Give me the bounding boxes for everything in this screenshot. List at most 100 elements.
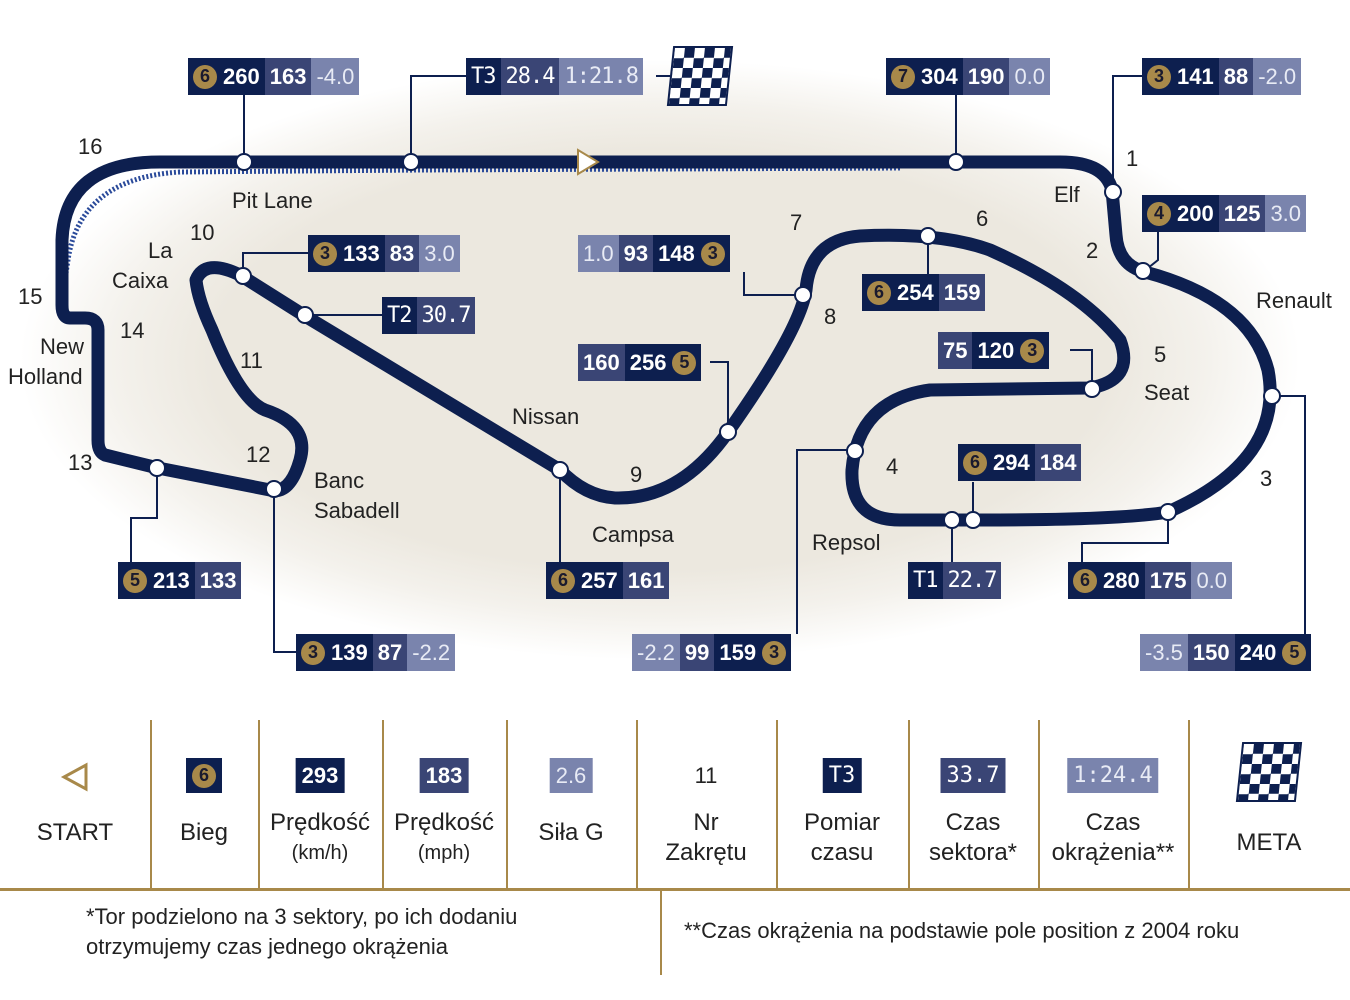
gear-badge: 3 — [1147, 64, 1171, 89]
legend-label: Pomiar czasu — [776, 808, 908, 868]
speed-kmh: 159 — [719, 639, 757, 665]
gear-badge: 6 — [963, 450, 987, 475]
speed-kmh: 120 — [977, 337, 1015, 363]
speed-kmh: 139 — [331, 639, 368, 665]
gear-badge: 5 — [123, 568, 147, 593]
speed-mph: 190 — [962, 58, 1010, 95]
speed-mph: 125 — [1218, 195, 1266, 232]
legend-label: META — [1188, 828, 1350, 858]
legend-label: Siła G — [506, 818, 636, 848]
corner-name: Repsol — [812, 530, 881, 555]
corner-name: Seat — [1144, 380, 1190, 405]
g-force: -3.5 — [1140, 634, 1188, 671]
footnote-line-2: otrzymujemy czas jednego okrążenia — [86, 934, 448, 959]
legend-label-line2: (mph) — [417, 842, 471, 864]
corner-number: 10 — [190, 220, 215, 245]
circuit-map — [55, 75, 1306, 653]
legend-divider — [258, 720, 260, 888]
speed-mph: 163 — [264, 58, 312, 95]
legend-label-line1: Bieg — [179, 819, 229, 846]
gear-badge: 6 — [1073, 568, 1097, 593]
footnote-sectors: *Tor podzielono na 3 sektory, po ich dod… — [86, 902, 517, 962]
g-force: 3.0 — [419, 235, 460, 272]
speed-kmh: 280 — [1103, 567, 1140, 593]
legend-label: Prędkość (mph) — [382, 808, 506, 868]
gear-badge: 6 — [192, 763, 216, 788]
legend-label: START — [0, 818, 150, 848]
speed-mph: 75 — [938, 332, 973, 369]
legend-label-line2: sektora* — [928, 839, 1018, 866]
gear-badge: 6 — [551, 568, 575, 593]
speed-mph: 99 — [679, 634, 715, 671]
speed-mph: 88 — [1218, 58, 1254, 95]
speed-mph: 160 — [578, 344, 625, 381]
speed-mph: 150 — [1187, 634, 1235, 671]
corner-name: New — [40, 334, 85, 359]
legend-label-line1: Czas — [1085, 809, 1141, 836]
legend-item: START — [0, 720, 150, 890]
legend-label-line1: Prędkość — [393, 809, 495, 836]
speed-mph: 161 — [622, 562, 670, 599]
legend-label: Prędkość(km/h) — [258, 808, 382, 868]
speed-mph: 93 — [618, 235, 654, 272]
corner-number: 16 — [78, 134, 103, 159]
corner-number: 3 — [1260, 466, 1273, 491]
legend-chip: 33.7 — [940, 758, 1006, 793]
corner-number: 15 — [18, 284, 43, 309]
corner-name: Nissan — [512, 404, 580, 429]
legend-chip: 11 — [694, 762, 718, 788]
gear-badge: 5 — [672, 350, 697, 375]
legend-divider — [636, 720, 638, 888]
g-force: 3.0 — [1265, 195, 1307, 232]
legend-item: META — [1188, 720, 1350, 890]
legend-label-line1: Pomiar — [803, 809, 881, 836]
corner-number: 4 — [886, 454, 899, 479]
corner-name: Renault — [1256, 288, 1332, 313]
legend-chip: 2.6 — [549, 758, 593, 793]
sector-time: 28.4 — [500, 58, 560, 95]
corner-number: 13 — [68, 450, 93, 475]
legend-label-line1: Nr — [693, 809, 719, 836]
legend-label-line2: czasu — [810, 839, 874, 866]
speed-kmh: 257 — [581, 567, 618, 593]
g-force: -2.0 — [1253, 58, 1302, 95]
footnote-divider — [660, 890, 662, 975]
speed-kmh: 240 — [1239, 639, 1277, 665]
corner-name: Campsa — [592, 522, 674, 547]
speed-kmh: 294 — [993, 449, 1030, 475]
legend-divider — [1188, 720, 1190, 888]
legend-label-line2: okrążenia** — [1051, 839, 1175, 866]
speed-kmh: 133 — [343, 240, 380, 266]
legend-chip: 293 — [295, 758, 345, 793]
footnote-line-1: *Tor podzielono na 3 sektory, po ich dod… — [86, 904, 518, 929]
g-force: 1.0 — [578, 235, 619, 272]
finish-flag-icon — [1235, 742, 1303, 802]
speed-kmh: 304 — [921, 63, 958, 89]
